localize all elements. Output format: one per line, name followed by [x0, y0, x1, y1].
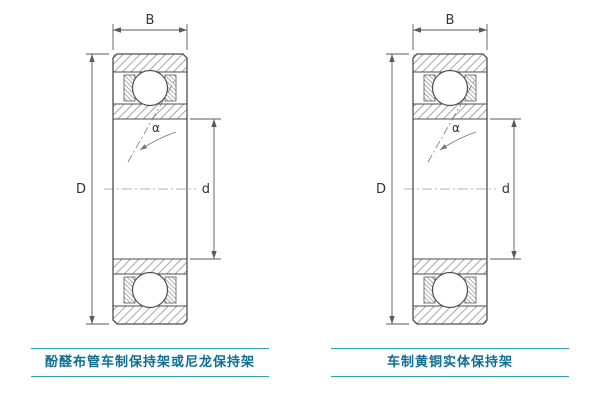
- dim-label-width: B: [146, 13, 155, 28]
- dimension-lines: [386, 24, 521, 325]
- bearing-outline: [412, 53, 488, 325]
- bearing-outline: [112, 53, 188, 325]
- dimension-arrows: [389, 27, 517, 324]
- bearing-diagram-left: B D d α: [76, 13, 221, 325]
- dim-label-contact-angle: α: [452, 121, 460, 135]
- contact-angle-line: [127, 77, 177, 163]
- dimension-arrows: [89, 27, 217, 324]
- caption-left: 酚醛布管车制保持架或尼龙保持架: [31, 348, 269, 378]
- contact-angle-arrow: [440, 144, 448, 150]
- balls: [431, 69, 469, 309]
- dimension-labels: B D d α: [76, 13, 210, 197]
- balls: [131, 69, 169, 309]
- dim-label-bore: d: [502, 182, 510, 197]
- dim-label-bore: d: [202, 182, 210, 197]
- dim-label-contact-angle: α: [152, 121, 160, 135]
- contact-angle-line: [427, 77, 477, 163]
- dim-label-width: B: [446, 13, 455, 28]
- bearing-panel-right: B D d α 车制黄铜实体保持架: [300, 12, 600, 400]
- contact-angle-arrow: [140, 144, 148, 150]
- bearing-diagram-right: B D d α: [376, 13, 521, 325]
- ring-sections: [113, 54, 187, 324]
- dim-label-outer-diameter: D: [76, 182, 86, 197]
- dimension-lines: [86, 24, 221, 325]
- ring-sections: [413, 54, 487, 324]
- dim-label-outer-diameter: D: [376, 182, 386, 197]
- bearing-panel-left: B D d α 酚醛布管车制保持架或尼龙保持架: [0, 12, 300, 400]
- caption-right: 车制黄铜实体保持架: [331, 348, 569, 378]
- dimension-labels: B D d α: [376, 13, 510, 197]
